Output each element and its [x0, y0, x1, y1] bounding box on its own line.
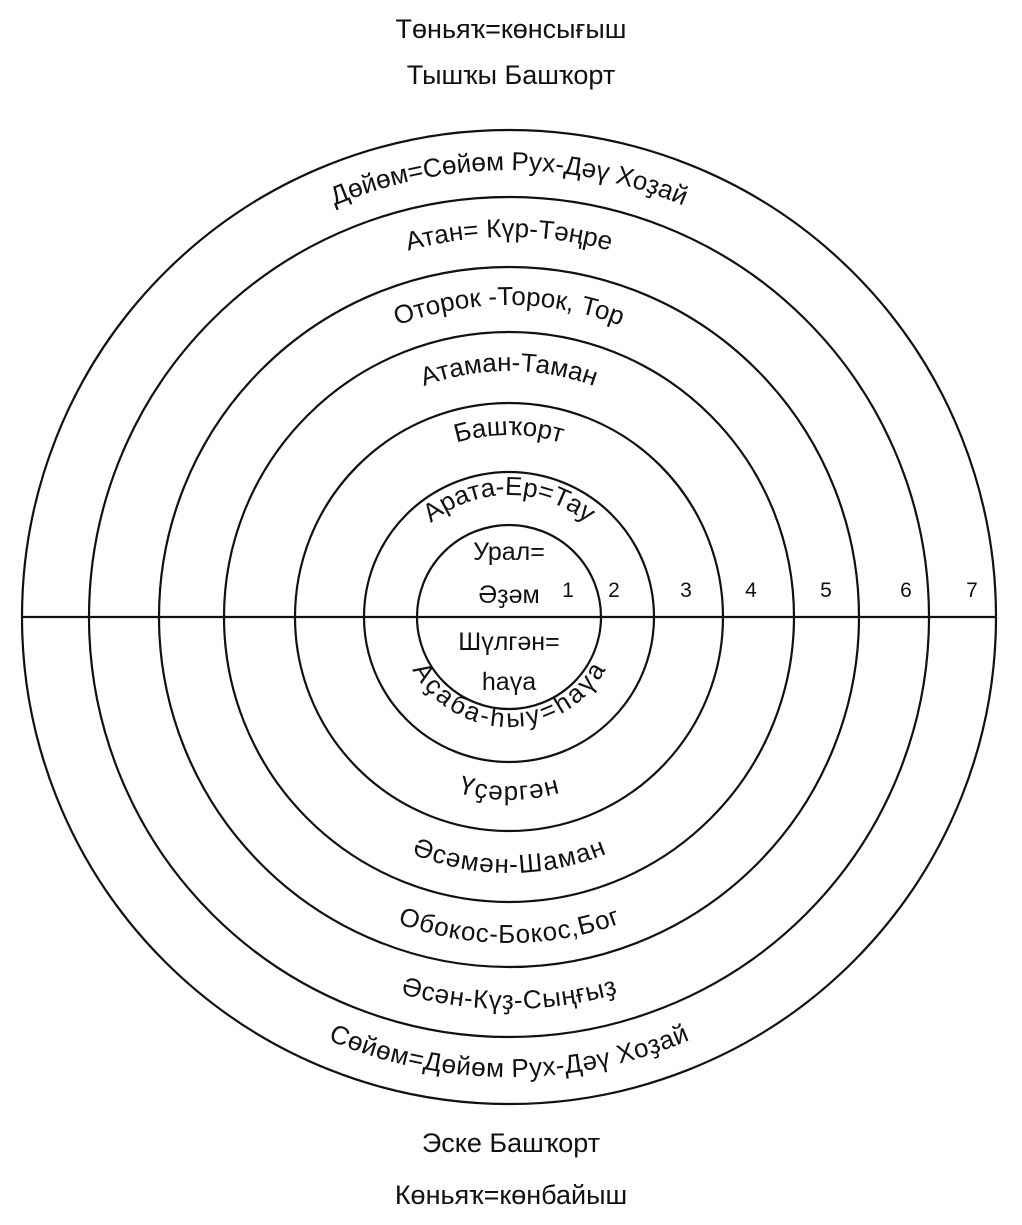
center-upper-line-1: Урал=: [473, 538, 545, 566]
ring-number-7: 7: [966, 579, 978, 602]
upper-label-text-2: Башҡорт: [451, 411, 568, 449]
upper-label-text-1: Арата-Ер=Тау: [417, 471, 602, 528]
lower-label-5: Әсән-Күҙ-Сыңғыҙ: [399, 971, 619, 1016]
upper-label-3: Атаман-Таман: [416, 347, 602, 392]
lower-label-text-6: Сөйөм=Дөйөм Рух-Дәү Хоҙай: [326, 1018, 693, 1083]
upper-ring-labels: Арата-Ер=Тау Башҡорт Атаман-Таман Оторок -Т…: [326, 146, 693, 528]
lower-label-text-3: Әсәмән-Шаман: [409, 831, 609, 879]
upper-label-2: Башҡорт: [451, 411, 568, 449]
upper-label-6: Дөйөм=Сөйөм Рух-Дәү Хоҙай: [326, 146, 693, 211]
lower-label-3: Әсәмән-Шаман: [409, 831, 609, 879]
lower-label-2: Үҫәргән: [457, 770, 562, 806]
upper-label-text-3: Атаман-Таман: [416, 347, 602, 392]
footer-line-2: Көньяҡ=көнбайыш: [394, 1180, 628, 1210]
upper-label-4: Оторок -Торок, Тор: [389, 281, 628, 331]
header-line-2: Тышҡы Башҡорт: [406, 60, 616, 90]
upper-label-5: Атан= Күр-Тәңре: [402, 213, 616, 256]
upper-label-text-5: Атан= Күр-Тәңре: [402, 213, 616, 256]
ring-number-4: 4: [745, 579, 757, 602]
ring-number-6: 6: [900, 579, 912, 602]
ring-number-5: 5: [820, 579, 832, 602]
lower-ring-labels: Аҫаба-һыу=һаүаҮҫәргәнӘсәмән-ШаманОбокос-…: [326, 656, 693, 1083]
lower-label-text-4: Обокос-Бокос,Бог: [396, 901, 623, 949]
ring-number-3: 3: [680, 579, 692, 602]
lower-label-text-2: Үҫәргән: [457, 770, 562, 806]
lower-label-4: Обокос-Бокос,Бог: [396, 901, 623, 949]
footer-line-1: Эске Башҡорт: [421, 1128, 601, 1158]
upper-label-1: Арата-Ер=Тау: [417, 471, 602, 528]
header-line-1: Төньяҡ=көнсығыш: [395, 14, 627, 44]
ring-number-2: 2: [608, 579, 620, 602]
lower-label-6: Сөйөм=Дөйөм Рух-Дәү Хоҙай: [326, 1018, 693, 1083]
lower-label-text-5: Әсән-Күҙ-Сыңғыҙ: [399, 971, 619, 1016]
center-lower-line-2: һаүа: [482, 668, 536, 696]
center-lower-line-1: Шүлгән=: [458, 628, 559, 656]
ring-number-1: 1: [562, 579, 574, 602]
upper-label-text-6: Дөйөм=Сөйөм Рух-Дәү Хоҙай: [326, 146, 693, 211]
center-upper-line-2: Әҙәм: [478, 581, 539, 609]
upper-label-text-4: Оторок -Торок, Тор: [389, 281, 628, 331]
